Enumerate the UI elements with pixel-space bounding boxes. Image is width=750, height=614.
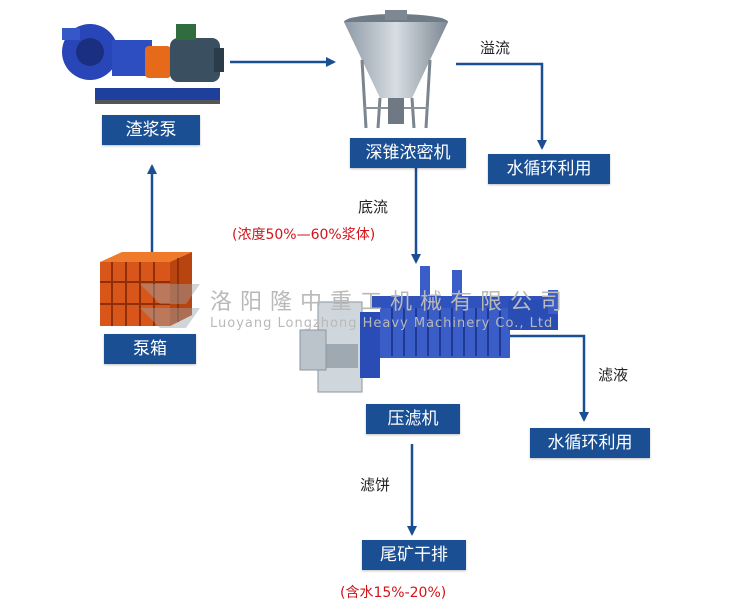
thickener-image [344, 10, 448, 129]
watermark-company-cn: 洛阳隆中重工机械有限公司 [210, 290, 571, 315]
arrow-thickener-overflow [456, 62, 547, 150]
filtrate-annotation: 滤液 [598, 366, 629, 384]
watermark-logo [140, 284, 200, 328]
pump-box-image [100, 252, 192, 326]
slurry-pump-label: 渣浆泵 [102, 115, 200, 145]
water-reuse-bottom-label: 水循环利用 [530, 428, 650, 458]
concentration-annotation: (浓度50%—60%浆体) [232, 227, 376, 243]
filter-cake-annotation: 滤饼 [360, 476, 391, 494]
slurry-pump-image [62, 24, 224, 104]
water-reuse-top-label: 水循环利用 [488, 154, 610, 184]
overflow-annotation: 溢流 [480, 39, 511, 57]
watermark-company-en: Luoyang Longzhong Heavy Machinery Co., L… [210, 316, 554, 331]
thickener-label: 深锥浓密机 [350, 138, 466, 168]
arrow-press-filtrate [510, 334, 589, 422]
filter-press-image [299, 266, 558, 393]
filter-press-label: 压滤机 [366, 404, 460, 434]
tailings-label: 尾矿干排 [362, 540, 466, 570]
moisture-annotation: (含水15%-20%) [340, 585, 447, 601]
underflow-annotation: 底流 [358, 198, 389, 216]
pump-box-label: 泵箱 [104, 334, 196, 364]
